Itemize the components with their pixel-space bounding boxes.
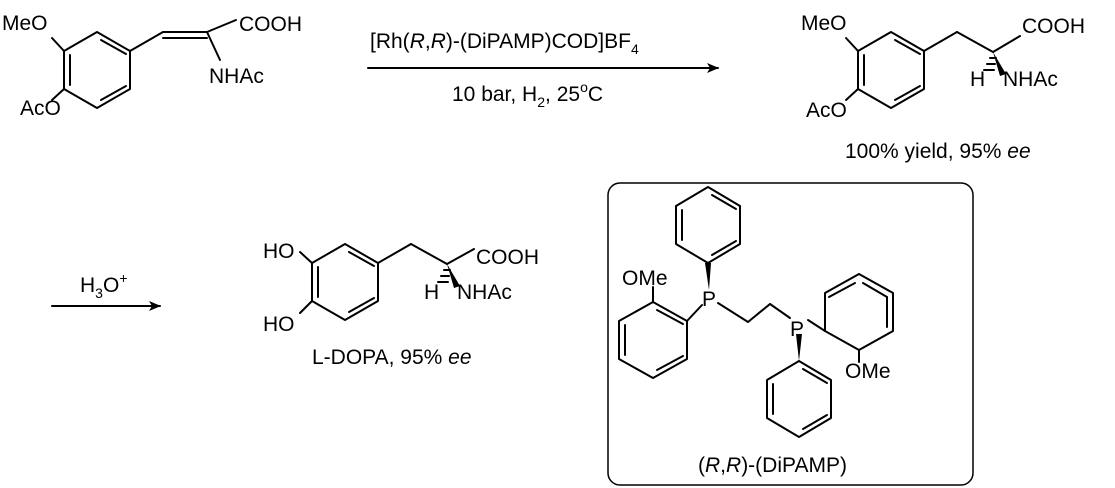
product-structure: HO HO COOH H NHAc L-DOPA, 95% ee: [263, 240, 539, 369]
intermediate-meo-label: MeO: [801, 12, 847, 35]
intermediate-nhac-label: NHAc: [1003, 68, 1058, 91]
intermediate-structure: MeO AcO COOH H NHAc 100% yield, 95% ee: [801, 12, 1085, 163]
ligand-p2-label: P: [790, 318, 804, 341]
substrate-nhac-label: NHAc: [209, 65, 264, 88]
step1-arrow-group: [Rh(R,R)-(DiPAMP)COD]BF4 10 bar, H2, 25o…: [367, 30, 719, 110]
product-wedge-bond: [447, 264, 460, 288]
ligand-frame: [607, 182, 974, 486]
product-side-bonds: [299, 243, 475, 314]
intermediate-h-label: H: [970, 68, 985, 91]
step1-conditions-label: 10 bar, H2, 25oC: [452, 79, 603, 110]
substrate-aco-label: AcO: [20, 97, 61, 120]
substrate-cooh-label: COOH: [239, 13, 302, 36]
intermediate-hashed-bond: [983, 57, 997, 71]
intermediate-aco-label: AcO: [806, 99, 847, 122]
ligand-wedge-p1: [705, 263, 711, 290]
ligand-phenyl-bottom: [766, 360, 832, 438]
step2-reagent-label: H3O+: [80, 270, 128, 301]
product-nhac-label: NHAc: [457, 281, 512, 304]
product-cooh-label: COOH: [476, 246, 539, 269]
ligand-anisyl-right: [807, 273, 894, 363]
ligand-anisyl-left: [618, 286, 703, 379]
ligand-ethylene-bridge: [717, 302, 791, 323]
product-benzene-ring: [311, 243, 379, 321]
intermediate-benzene-ring: [857, 31, 925, 109]
product-ho-upper-label: HO: [263, 240, 295, 263]
ligand-phenyl-top: [675, 186, 741, 264]
substrate-benzene-ring: [63, 31, 131, 109]
ligand-ome-left-label: OMe: [622, 267, 668, 290]
product-h-label: H: [424, 281, 439, 304]
substrate-structure: MeO AcO COOH NHAc: [2, 12, 302, 120]
ligand-caption: (R,R)-(DiPAMP): [698, 454, 847, 477]
product-ho-lower-label: HO: [263, 313, 295, 336]
ligand-box: OMe OMe P P (R,R)-(DiPAMP): [607, 182, 974, 486]
substrate-meo-label: MeO: [2, 12, 48, 35]
ligand-p1-label: P: [702, 288, 716, 311]
intermediate-side-bonds: [845, 31, 1021, 101]
intermediate-yield-label: 100% yield, 95% ee: [845, 140, 1031, 163]
ligand-ome-right-label: OMe: [845, 360, 891, 383]
product-hashed-bond: [437, 269, 451, 283]
intermediate-wedge-bond: [993, 52, 1006, 76]
intermediate-cooh-label: COOH: [1022, 15, 1085, 38]
product-caption: L-DOPA, 95% ee: [312, 346, 472, 369]
step1-reagent-label: [Rh(R,R)-(DiPAMP)COD]BF4: [370, 30, 639, 57]
ligand-wedge-p2: [796, 334, 802, 361]
substrate-side-bonds: [51, 19, 237, 101]
step2-arrow-group: H3O+: [51, 270, 161, 311]
